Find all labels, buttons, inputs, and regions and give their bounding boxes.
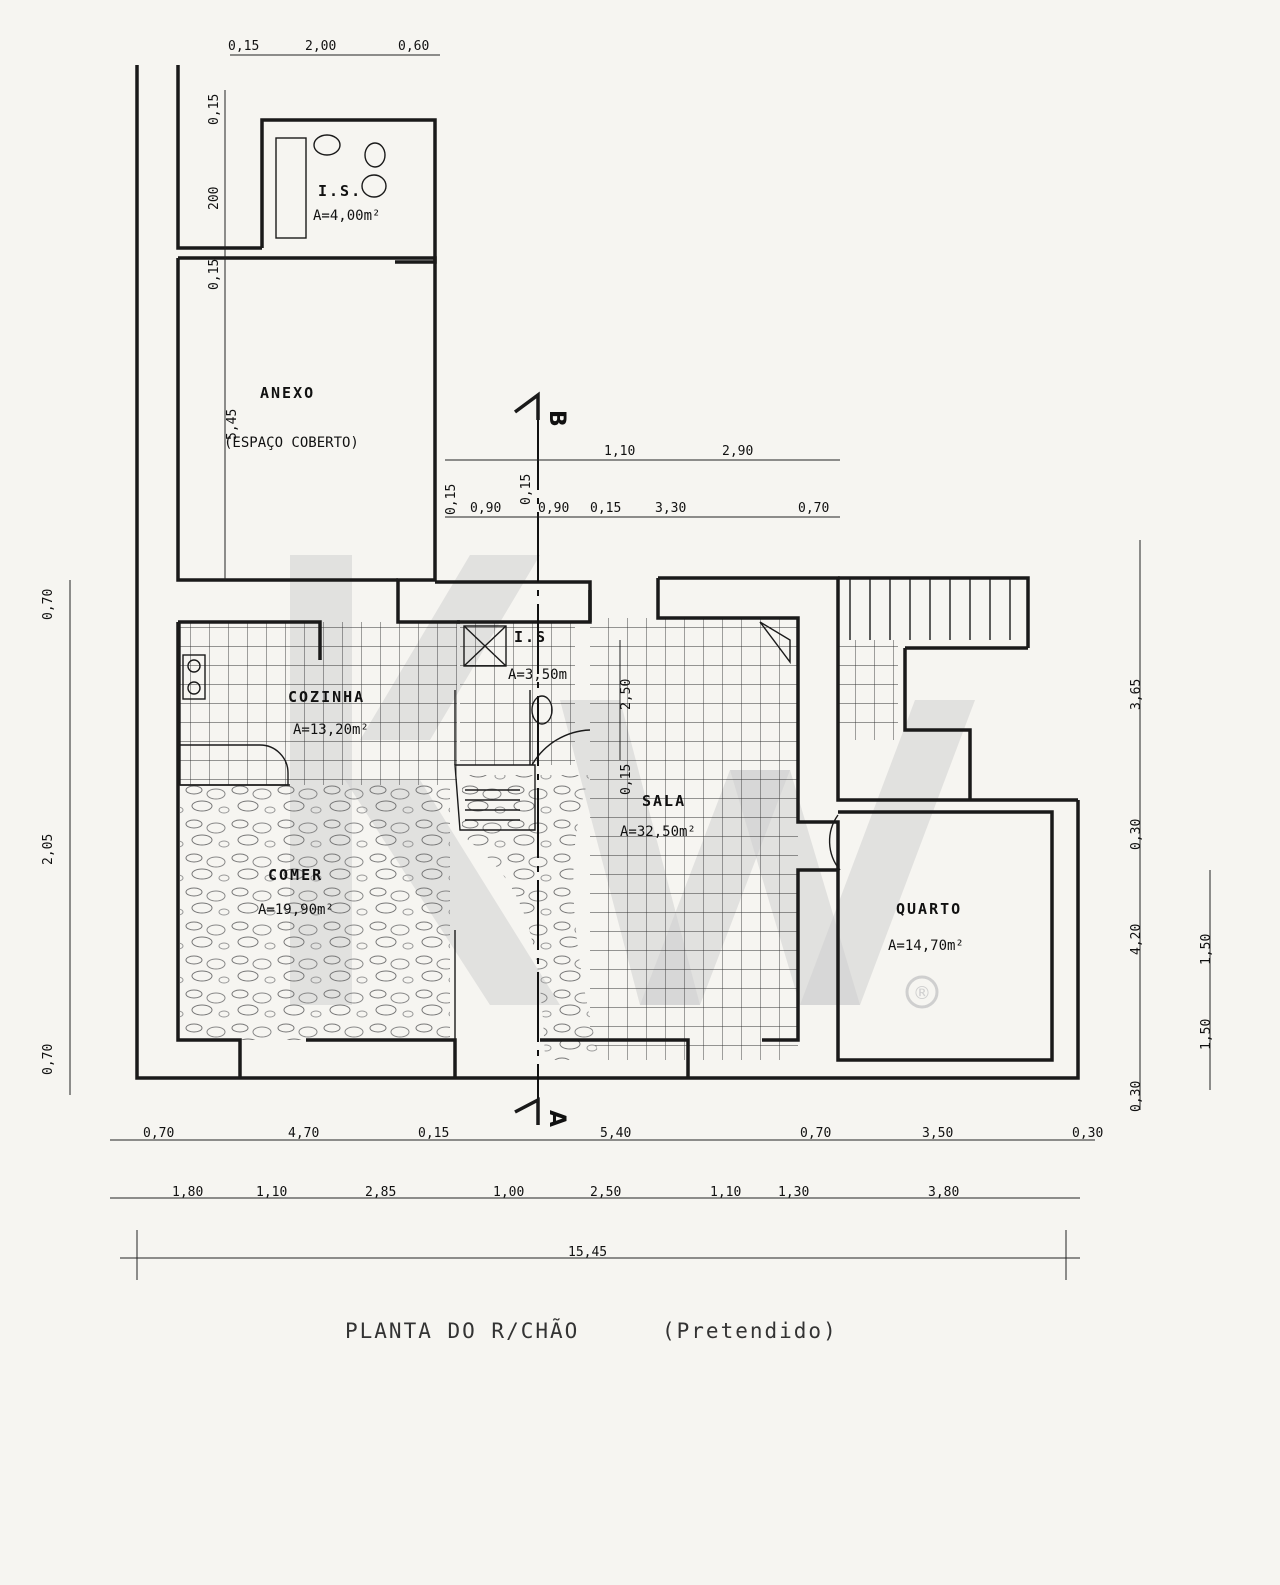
is-mid-area: A=3,50m	[508, 667, 567, 683]
quarto-area: A=14,70m²	[888, 938, 964, 954]
stairs-tiles	[838, 640, 898, 740]
anexo-name: ANEXO	[260, 384, 315, 402]
dim-b1-6: 0,30	[1072, 1126, 1103, 1141]
dim-b2-3: 1,00	[493, 1185, 524, 1200]
section-mark-b: B	[544, 410, 569, 427]
dim-top-2: 0,60	[398, 39, 429, 54]
dim-left-1: 2,05	[41, 834, 56, 865]
dim-b2-7: 3,80	[928, 1185, 959, 1200]
dim-mid1-1: 2,90	[722, 444, 753, 459]
dim-interior-1: 0,15	[619, 764, 634, 795]
sala-area: A=32,50m²	[620, 824, 696, 840]
dim-b1-3: 5,40	[600, 1126, 631, 1141]
sala-tiles	[590, 618, 798, 1060]
quarto-name: QUARTO	[896, 900, 962, 918]
dim-mid2-4: 0,15	[590, 501, 621, 516]
dim-mid2-2: 0,15	[519, 474, 534, 505]
dim-left-top-3: 5,45	[225, 409, 240, 440]
dim-b1-0: 0,70	[143, 1126, 174, 1141]
sala-name: SALA	[642, 792, 686, 810]
walls	[135, 65, 1080, 1080]
dim-b1-5: 3,50	[922, 1126, 953, 1141]
dim-mid2-0: 0,15	[444, 484, 459, 515]
dim-b2-6: 1,30	[778, 1185, 809, 1200]
dim-right-2: 4,20	[1129, 924, 1144, 955]
cozinha-name: COZINHA	[288, 688, 365, 706]
dim-right-outer-0: 1,50	[1199, 934, 1214, 965]
dim-b1-4: 0,70	[800, 1126, 831, 1141]
cozinha-area: A=13,20m²	[293, 722, 369, 738]
plan-subtitle: (Pretendido)	[662, 1319, 838, 1343]
comer-area: A=19,90m²	[258, 902, 334, 918]
dim-b2-0: 1,80	[172, 1185, 203, 1200]
dim-left-2: 0,70	[41, 1044, 56, 1075]
is-mid-name: I.S	[514, 628, 547, 646]
comer-name: COMER	[268, 866, 323, 884]
dim-left-top-0: 0,15	[207, 94, 222, 125]
section-mark-a: A	[544, 1110, 569, 1127]
dim-b1-2: 0,15	[418, 1126, 449, 1141]
dim-right-0: 3,65	[1129, 679, 1144, 710]
dim-left-top-1: 200	[207, 187, 222, 210]
dim-b2-5: 1,10	[710, 1185, 741, 1200]
is-top-area: A=4,00m²	[313, 208, 380, 224]
dim-mid1-0: 1,10	[604, 444, 635, 459]
stairs	[465, 578, 1011, 821]
dim-mid2-3: 0,90	[538, 501, 569, 516]
dim-left-0: 0,70	[41, 589, 56, 620]
is-top-name: I.S.	[318, 182, 362, 200]
dim-mid2-6: 0,70	[798, 501, 829, 516]
fixtures	[182, 134, 841, 871]
dim-right-1: 0,30	[1129, 819, 1144, 850]
dim-left-top-2: 0,15	[207, 259, 222, 290]
dim-b2-1: 1,10	[256, 1185, 287, 1200]
dim-top-0: 0,15	[228, 39, 259, 54]
plan-title: PLANTA DO R/CHÃO	[345, 1317, 579, 1343]
registered-mark: ®	[913, 983, 931, 1004]
dim-total: 15,45	[568, 1245, 607, 1260]
comer-stone	[180, 785, 450, 1040]
dim-right-outer-1: 1,50	[1199, 1019, 1214, 1050]
dim-b1-1: 4,70	[288, 1126, 319, 1141]
dim-top-1: 2,00	[305, 39, 336, 54]
dim-right-3: 0,30	[1129, 1081, 1144, 1112]
hall-stone	[462, 775, 600, 1060]
dimension-lines	[69, 54, 1211, 1280]
dim-b2-4: 2,50	[590, 1185, 621, 1200]
anexo-note: (ESPAÇO COBERTO)	[224, 435, 359, 451]
dim-mid2-1: 0,90	[470, 501, 501, 516]
dim-mid2-5: 3,30	[655, 501, 686, 516]
dim-b2-2: 2,85	[365, 1185, 396, 1200]
dim-interior-0: 2,50	[619, 679, 634, 710]
section-line: B A	[513, 391, 569, 1127]
